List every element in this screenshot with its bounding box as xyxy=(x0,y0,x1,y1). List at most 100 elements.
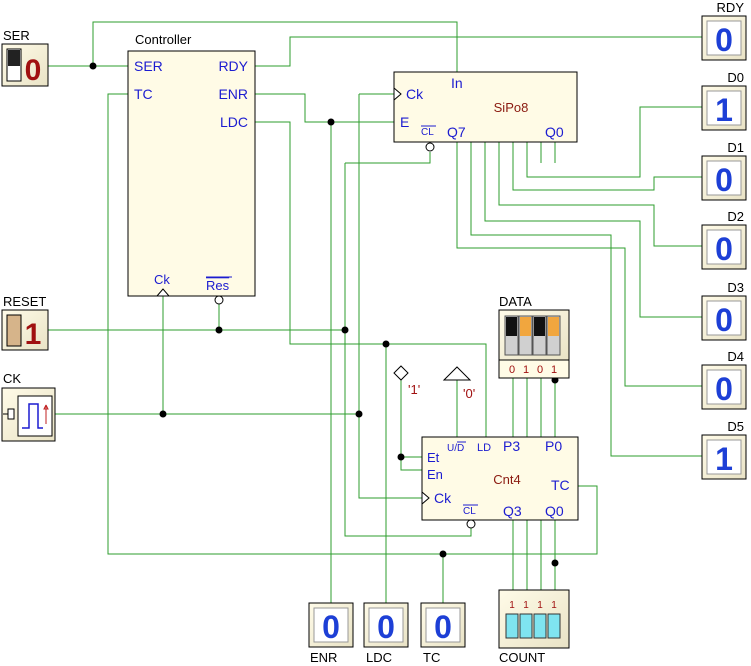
constant-one-label: '1' xyxy=(408,382,420,397)
pin-ldc: LDC xyxy=(220,114,248,130)
output-enr: 0 ENR xyxy=(308,602,354,665)
junction-dot xyxy=(439,550,447,558)
constant-zero-label: '0' xyxy=(463,386,475,401)
count-bit-2: 1 xyxy=(523,600,529,611)
output-d0: D0 1 xyxy=(701,70,747,131)
cnt-pin-p3: P3 xyxy=(503,438,520,454)
output-tc-value: 0 xyxy=(434,609,452,645)
count-display: 1 1 1 1 COUNT xyxy=(498,589,570,665)
ground-triangle-icon xyxy=(442,366,472,381)
output-d1: D1 0 xyxy=(701,140,747,201)
count-bit-0: 1 xyxy=(551,600,557,611)
output-d5: D5 1 xyxy=(701,419,747,480)
cnt-pin-cl: CL xyxy=(463,506,476,517)
led-bar xyxy=(505,613,561,639)
wires xyxy=(48,21,702,603)
sipo-name: SiPo8 xyxy=(494,100,529,115)
output-ldc: 0 LDC xyxy=(363,602,409,665)
sipo-pin-q0: Q0 xyxy=(545,124,564,140)
junction-dot xyxy=(355,410,363,418)
clock-wave-icon xyxy=(22,403,43,429)
sipo8-block[interactable]: SiPo8 In Ck E CL Q7 Q0 xyxy=(393,71,578,152)
junction-dot xyxy=(89,62,97,70)
output-d1-label: D1 xyxy=(727,140,744,155)
output-d4-label: D4 xyxy=(727,349,744,364)
invert-bubble-icon xyxy=(214,295,224,305)
output-enr-label: ENR xyxy=(310,650,337,665)
reset-input[interactable]: RESET 1 xyxy=(1,294,49,351)
clock-triangle-icon xyxy=(155,288,171,297)
output-d2-label: D2 xyxy=(727,209,744,224)
output-tc-label: TC xyxy=(423,650,440,665)
clock-triangle-icon xyxy=(421,490,430,506)
reset-input-value: 1 xyxy=(25,318,42,351)
junction-dot xyxy=(159,410,167,418)
output-d5-value: 1 xyxy=(715,441,733,477)
junction-dot xyxy=(215,326,223,334)
cnt-name: Cnt4 xyxy=(493,472,520,487)
output-ldc-label: LDC xyxy=(366,650,392,665)
arrow-up-icon xyxy=(43,404,49,424)
count-bit-1: 1 xyxy=(537,600,543,611)
output-d2: D2 0 xyxy=(701,209,747,270)
reset-input-label: RESET xyxy=(3,294,46,309)
constant-one[interactable]: '1' xyxy=(393,365,420,397)
output-ldc-value: 0 xyxy=(377,609,395,645)
dip-switch-bits xyxy=(504,315,561,356)
output-d3-label: D3 xyxy=(727,280,744,295)
cnt-pin-en: En xyxy=(427,467,443,482)
cnt-pin-ck: Ck xyxy=(434,490,452,506)
controller-block[interactable]: Controller SER TC RDY ENR LDC Ck Res xyxy=(127,32,256,305)
pin-enr: ENR xyxy=(218,86,248,102)
pin-tc: TC xyxy=(134,86,153,102)
output-rdy-value: 0 xyxy=(715,22,733,58)
pin-rdy: RDY xyxy=(218,58,248,74)
sipo-pin-ck: Ck xyxy=(406,86,424,102)
diamond-icon xyxy=(393,365,409,381)
cnt4-block[interactable]: Cnt4 U/D LD P3 P0 Et En Ck TC CL Q3 Q0 xyxy=(421,436,579,529)
output-rdy-label: RDY xyxy=(717,0,745,15)
invert-bubble-icon xyxy=(425,142,435,152)
junction-dot xyxy=(327,118,335,126)
output-d5-label: D5 xyxy=(727,419,744,434)
cnt-pin-ld: LD xyxy=(477,442,491,454)
data-bit-3: 0 xyxy=(509,364,515,376)
invert-bubble-icon xyxy=(466,519,476,529)
data-bit-1: 0 xyxy=(537,364,543,376)
output-d3-value: 0 xyxy=(715,302,733,338)
output-d3: D3 0 xyxy=(701,280,747,341)
pin-ck: Ck xyxy=(154,272,170,287)
junction-dot xyxy=(382,340,390,348)
constant-zero[interactable]: '0' xyxy=(442,366,475,401)
cnt-pin-p0: P0 xyxy=(545,438,562,454)
junctions xyxy=(89,62,559,567)
junction-dot xyxy=(551,559,559,567)
sipo-pin-cl: CL xyxy=(421,127,434,138)
count-bit-3: 1 xyxy=(509,600,515,611)
ck-input[interactable]: CK xyxy=(1,371,56,442)
data-switch[interactable]: DATA 0 1 0 1 xyxy=(498,294,570,379)
ser-input-label: SER xyxy=(3,28,30,43)
pin-res: Res xyxy=(206,278,230,293)
pin-ser: SER xyxy=(134,58,163,74)
output-tc: 0 TC xyxy=(420,602,466,665)
sipo-pin-q7: Q7 xyxy=(447,124,466,140)
clock-triangle-icon xyxy=(393,86,402,102)
ser-input[interactable]: SER 0 xyxy=(1,28,49,87)
sipo-pin-e: E xyxy=(400,114,409,130)
count-display-label: COUNT xyxy=(499,650,545,665)
controller-title: Controller xyxy=(135,32,192,47)
sipo-pin-in: In xyxy=(451,75,463,91)
junction-dot xyxy=(341,326,349,334)
ck-input-label: CK xyxy=(3,371,21,386)
junction-dot xyxy=(397,453,405,461)
output-rdy: RDY 0 xyxy=(701,0,747,61)
data-switch-label: DATA xyxy=(499,294,532,309)
output-d4: D4 0 xyxy=(701,349,747,410)
output-enr-value: 0 xyxy=(322,609,340,645)
cnt-pin-ud: U/D xyxy=(447,443,464,454)
ser-input-value: 0 xyxy=(25,54,42,87)
output-d2-value: 0 xyxy=(715,231,733,267)
cnt-pin-q3: Q3 xyxy=(503,503,522,519)
